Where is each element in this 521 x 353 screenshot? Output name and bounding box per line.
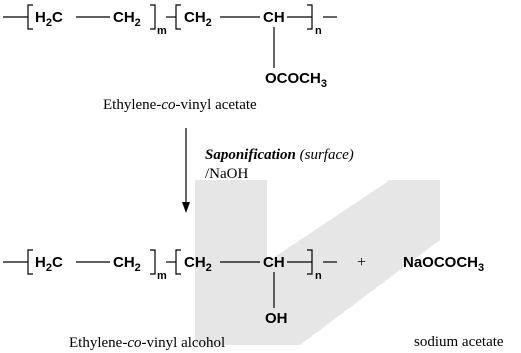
reaction-arrow: [182, 128, 190, 213]
reactant-caption: Ethylene-co-vinyl acetate: [103, 97, 257, 113]
reactant-substituent: OCOCH3: [265, 70, 327, 90]
plus-sign: +: [357, 254, 366, 271]
product-repeat-n: n: [315, 270, 322, 282]
product-substituent: OH: [265, 310, 288, 327]
product-structure: H2C CH2 m CH2 CH n OH: [3, 249, 337, 327]
byproduct-caption: sodium acetate: [414, 334, 504, 350]
product-h2c: H2C: [35, 254, 63, 274]
reactant-h2c: H2C: [35, 9, 63, 29]
product-ch: CH: [263, 254, 285, 271]
product-caption: Ethylene-co-vinyl alcohol: [69, 335, 225, 351]
reaction-reagent: /NaOH: [205, 166, 248, 182]
reactant-ch2-a: CH2: [113, 9, 141, 29]
reactant-repeat-m: m: [157, 25, 167, 37]
product-ch2-a: CH2: [113, 254, 141, 274]
reaction-conditions: Saponification (surface): [205, 147, 354, 163]
reactant-structure: H2C CH2 m CH2 CH n OCOCH3: [3, 4, 337, 90]
reactant-ch2-b: CH2: [184, 9, 212, 29]
reactant-repeat-n: n: [315, 25, 322, 37]
reactant-ch: CH: [263, 9, 285, 26]
product-repeat-m: m: [157, 270, 167, 282]
byproduct-formula: NaOCOCH3: [403, 254, 484, 274]
product-ch2-b: CH2: [184, 254, 212, 274]
